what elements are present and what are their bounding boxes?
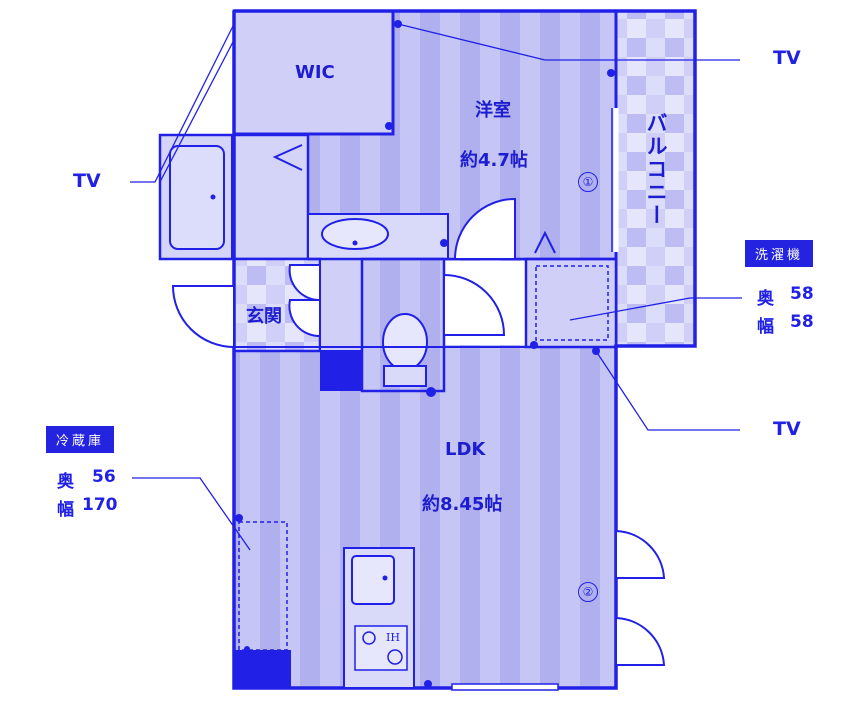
shoe-cabinet-base	[320, 351, 362, 391]
fridge-width-label: 幅	[57, 500, 74, 520]
washer-space	[524, 257, 618, 349]
shoe-cabinet	[319, 258, 363, 352]
tv-label-top-right: TV	[773, 47, 801, 69]
washer-width-label: 幅	[757, 317, 774, 337]
fridge-width-value: 170	[82, 495, 118, 515]
wic-label: WIC	[295, 62, 335, 83]
bottom-window	[451, 683, 559, 691]
ldk-floor	[234, 345, 616, 688]
door-right-1	[615, 529, 666, 579]
bathtub	[169, 145, 225, 250]
basin-drain	[352, 240, 358, 246]
tv-label-left: TV	[73, 170, 101, 192]
mirror-mark	[272, 144, 303, 171]
wash-basin	[321, 218, 389, 250]
door-western-room	[453, 197, 516, 260]
fridge-badge: 冷蔵庫	[46, 426, 115, 453]
fridge-depth-value: 56	[92, 467, 116, 487]
ih-burner-1	[362, 631, 376, 645]
washer-depth-label: 奥	[757, 289, 774, 309]
tv-label-bottom-right: TV	[773, 418, 801, 440]
fridge-base	[234, 650, 291, 688]
western-room-label: 洋室	[475, 100, 511, 121]
door-right-2	[615, 616, 666, 666]
leader-lines	[130, 23, 742, 551]
entrance-label: 玄関	[246, 306, 282, 327]
kitchen-sink	[351, 555, 395, 605]
washer-badge: 洗濯機	[745, 240, 814, 267]
ldk-label: LDK	[445, 439, 486, 460]
fridge-depth-label: 奥	[57, 472, 74, 492]
door-toilet	[443, 273, 506, 336]
balcony-floor	[614, 9, 697, 348]
washer-depth-value: 58	[790, 284, 814, 304]
ldk-area: 約8.45帖	[422, 494, 503, 515]
toilet-tank	[383, 365, 427, 387]
bathtub-drain	[210, 194, 216, 200]
ih-burner-2	[387, 649, 403, 665]
sink-drain	[382, 575, 388, 581]
western-room-area: 約4.7帖	[460, 150, 528, 171]
washer-mark	[534, 230, 556, 254]
washer-outline	[535, 265, 609, 341]
ih-label: IH	[386, 631, 400, 644]
door-entrance-inner-2	[288, 299, 321, 338]
balcony-label: バルコニー	[644, 112, 668, 227]
toilet-bowl	[382, 313, 428, 371]
door-front	[171, 285, 235, 349]
marker-1: ①	[578, 172, 598, 192]
marker-2: ②	[578, 582, 598, 602]
washer-width-value: 58	[790, 312, 814, 332]
